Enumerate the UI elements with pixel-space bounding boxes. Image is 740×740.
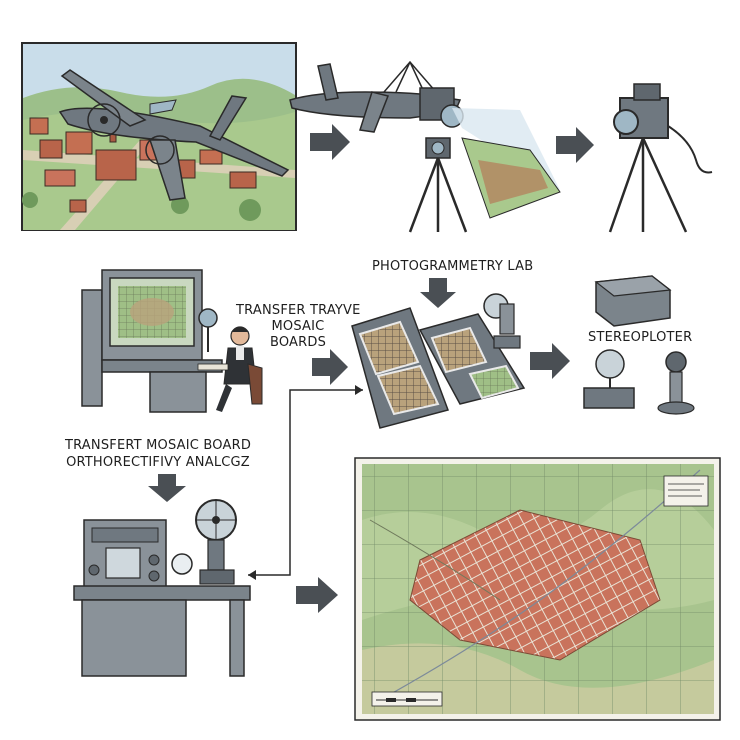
survey-camera-tripod [608, 83, 713, 233]
connector-arrow [248, 385, 363, 580]
control-console-group [73, 499, 251, 677]
bottom-label-line2: ORTHORECTIFIVY ANALCGZ [66, 455, 250, 470]
bottom-label-line1: TRANSFERT MOSAIC BOARD [64, 438, 252, 453]
aircraft-camera-group [289, 60, 561, 233]
reel-icon [195, 499, 237, 585]
aircraft-icon [58, 69, 290, 201]
tripod-icon [608, 137, 688, 233]
mosaic-board-icon [351, 293, 526, 429]
operator-icon [197, 326, 263, 412]
photogrammetry-lab-label: PHOTOGRAMMETRY LAB [372, 259, 534, 274]
tripod-icon [408, 137, 468, 233]
arrow-icon [556, 127, 594, 163]
computer-station-icon [81, 269, 223, 413]
transfer-label-line3: BOARDS [269, 335, 327, 350]
arrow-icon [148, 474, 186, 502]
aerial-print-icon [461, 137, 561, 219]
stereoplotter-icon [583, 275, 695, 415]
camera-icon [613, 83, 669, 139]
stereoplotter-label: STEREOPLOTER [588, 330, 693, 345]
arrow-icon [530, 343, 570, 379]
arrow-icon [312, 349, 348, 385]
arrow-icon [310, 124, 350, 160]
transfer-label-line1: TRANSFER TRAYVE [236, 303, 361, 318]
arrow-icon [420, 278, 456, 308]
aerial-photo-panel [21, 42, 297, 231]
town-icon [22, 117, 261, 221]
workstation-group [81, 269, 263, 413]
camera-icon [419, 87, 464, 128]
arrow-icon [296, 577, 338, 613]
map-icon [354, 457, 721, 721]
control-console-icon [73, 519, 251, 677]
lamp-icon [483, 293, 521, 349]
transfer-label-line2: MOSAIC [271, 319, 325, 334]
